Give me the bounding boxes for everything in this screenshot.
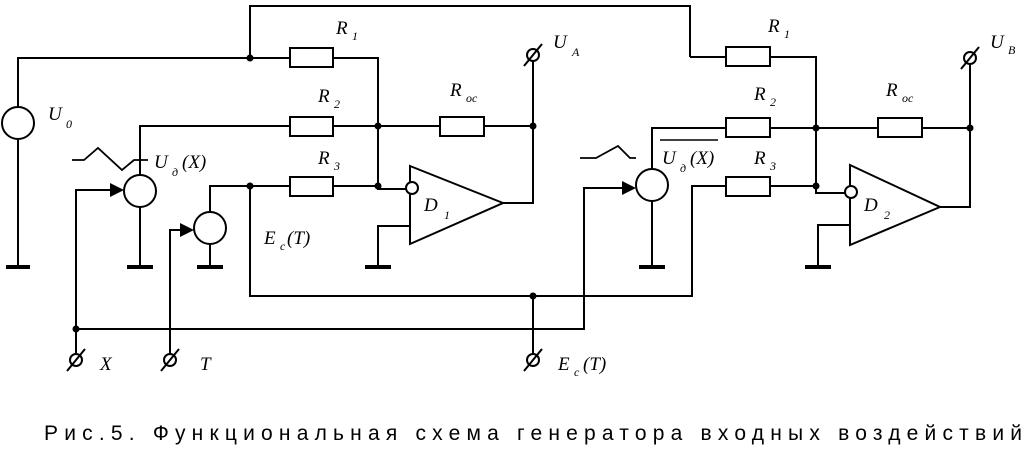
terminal-ub xyxy=(960,46,980,70)
label-ud-right: U xyxy=(662,148,677,169)
component-labels: R 1 R 2 R 3 R ос U 0 U A U B U д (X) U д… xyxy=(48,16,1016,379)
label-ec-arg: (T) xyxy=(287,228,310,249)
label-r1-right: R xyxy=(767,16,780,37)
source-ec xyxy=(193,211,227,245)
terminal-t xyxy=(160,348,180,372)
label-r2-left-sub: 2 xyxy=(334,97,340,111)
label-ud-right-arg: (X) xyxy=(690,148,714,169)
label-ua: U xyxy=(553,32,568,53)
terminal-ec-bottom xyxy=(523,348,543,372)
label-ec-bottom: E xyxy=(557,354,570,375)
label-ec: E xyxy=(263,228,276,249)
source-ud-left xyxy=(123,174,157,208)
label-d1-sub: 1 xyxy=(444,208,450,222)
label-d1: D xyxy=(423,195,438,216)
resistor-roc-right xyxy=(877,117,923,138)
label-roc-left: R xyxy=(449,80,462,101)
label-u0-sub: 0 xyxy=(66,117,72,131)
op-amps xyxy=(405,163,943,247)
label-r1-left: R xyxy=(335,18,348,39)
label-t: T xyxy=(200,354,212,375)
arrow-ud-left xyxy=(110,183,124,197)
label-r1-left-sub: 1 xyxy=(352,29,358,43)
arrow-ec xyxy=(180,223,194,237)
label-roc-left-sub: ос xyxy=(466,91,478,105)
label-roc-right-sub: ос xyxy=(902,91,914,105)
label-ec-bottom-arg: (T) xyxy=(583,354,606,375)
waveform-symbols xyxy=(72,144,636,172)
label-r1-right-sub: 1 xyxy=(784,27,790,41)
resistor-r3-left xyxy=(289,176,334,197)
label-u0: U xyxy=(48,104,63,125)
opamp-d1 xyxy=(409,164,506,246)
resistor-r2-right xyxy=(725,117,771,138)
label-r3-left-sub: 3 xyxy=(333,159,340,173)
label-ud-left-arg: (X) xyxy=(182,152,206,173)
resistor-r3-right xyxy=(725,176,771,197)
label-r3-left: R xyxy=(317,148,330,169)
opamp-d1-invert-dot xyxy=(405,181,419,195)
label-roc-right: R xyxy=(885,80,898,101)
label-d2-sub: 2 xyxy=(884,208,890,222)
label-r3-right: R xyxy=(753,148,766,169)
label-r2-right-sub: 2 xyxy=(770,95,776,109)
label-ub: U xyxy=(990,32,1005,53)
junction-dots xyxy=(72,54,974,333)
resistor-r1-left xyxy=(289,47,334,68)
label-ud-left-sub: д xyxy=(172,165,178,179)
resistor-roc-left xyxy=(439,116,485,137)
source-ud-right xyxy=(635,168,669,202)
opamp-d2 xyxy=(849,163,943,247)
resistor-r2-left xyxy=(289,116,334,137)
label-ec-bottom-sub: c xyxy=(574,365,580,379)
label-ub-sub: B xyxy=(1008,43,1016,57)
label-ud-left: U xyxy=(154,152,169,173)
label-ec-sub: c xyxy=(280,239,286,253)
figure-caption: Рис.5. Функциональная схема генератора в… xyxy=(44,422,1024,445)
terminal-ua xyxy=(523,43,543,67)
label-ud-right-sub: д xyxy=(680,161,686,175)
opamp-d2-invert-dot xyxy=(844,185,858,199)
terminals xyxy=(66,43,980,372)
label-r2-left: R xyxy=(317,86,330,107)
label-d2: D xyxy=(863,195,878,216)
resistor-r1-right xyxy=(725,46,771,67)
terminal-x xyxy=(66,348,86,372)
wires xyxy=(17,5,971,357)
label-x: X xyxy=(99,354,113,375)
voltage-sources xyxy=(1,106,669,245)
label-r2-right: R xyxy=(753,84,766,105)
label-r3-right-sub: 3 xyxy=(769,159,776,173)
resistors xyxy=(289,46,923,197)
source-u0 xyxy=(1,106,35,140)
label-ua-sub: A xyxy=(571,45,580,59)
arrow-ud-right xyxy=(622,181,636,195)
